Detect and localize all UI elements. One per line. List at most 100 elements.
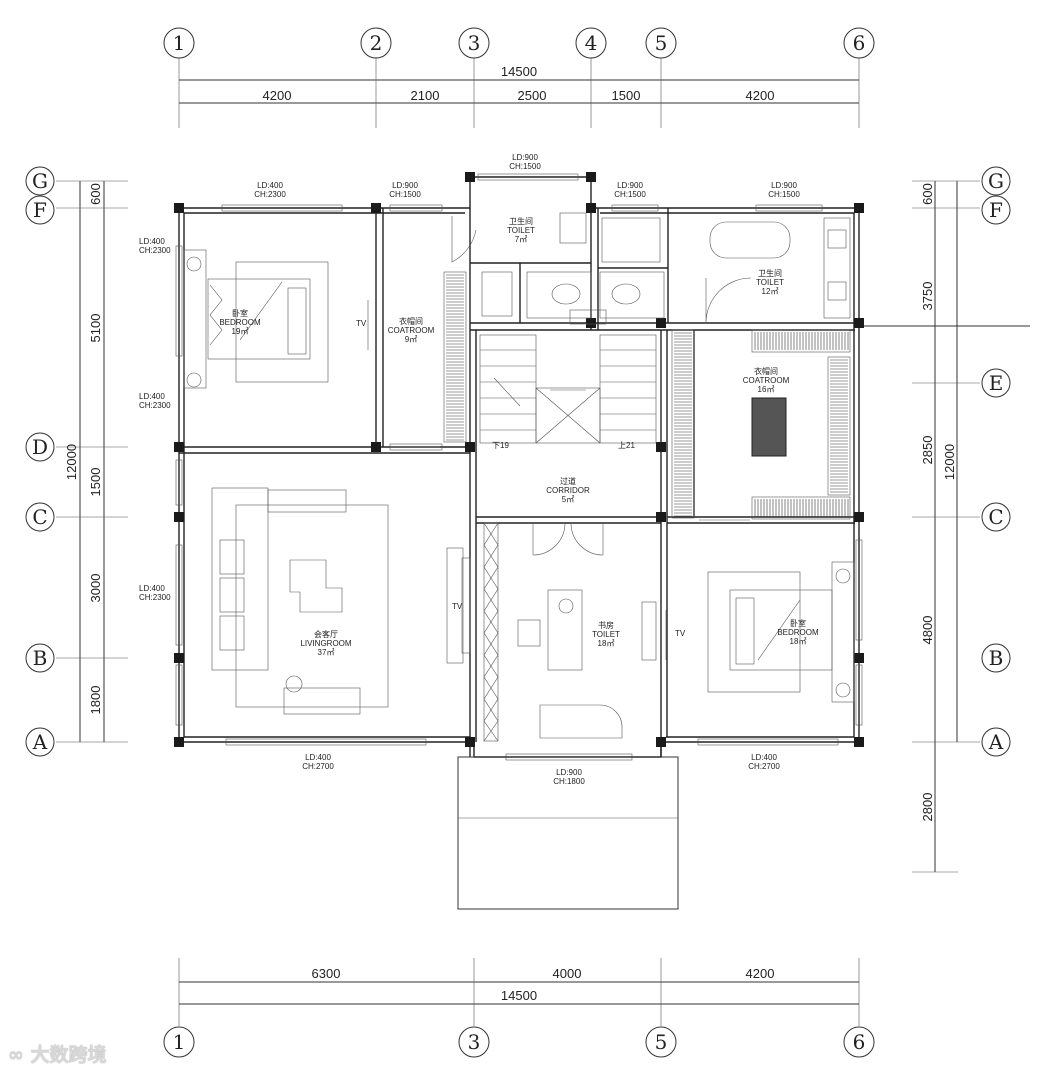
axis-bubble-label: 6: [853, 1030, 866, 1054]
room-name-cn: 卧室: [232, 308, 248, 318]
left-dimension-chain: 12000 600 5100 1500 3000 1800: [56, 180, 128, 743]
room-area: 12㎡: [762, 287, 779, 296]
windows: [175, 173, 863, 761]
room-name-en: TOILET: [592, 630, 620, 639]
room-name-en: CORRIDOR: [546, 486, 590, 495]
axis-bubble-label: C: [32, 505, 47, 529]
living-room-furniture: [211, 487, 471, 715]
opening-ld: LD:400: [139, 584, 165, 593]
tv-mark: TV: [675, 629, 686, 638]
axis-bubble-label: 3: [468, 1030, 481, 1054]
balcony: [457, 756, 679, 910]
room-name-en: COATROOM: [388, 326, 435, 335]
room-area: 7㎡: [515, 235, 527, 244]
structural-columns: [174, 172, 864, 747]
room-name-en: BEDROOM: [777, 628, 819, 637]
top-dimension-segment: 1500: [612, 88, 641, 103]
axis-bubble-label: 3: [468, 31, 481, 55]
room-name-en: COATROOM: [743, 376, 790, 385]
bathroom-fixtures: [481, 212, 851, 325]
opening-ld: LD:400: [257, 181, 283, 190]
walls: [178, 176, 1030, 758]
axis-bubble-label: B: [33, 646, 48, 670]
axis-bubble-label: D: [32, 435, 48, 459]
axis-bubble-label: 5: [655, 1030, 668, 1054]
axis-bubble-label: F: [33, 198, 47, 222]
opening-ld: LD:400: [751, 753, 777, 762]
right-dimension-segment: 3750: [920, 282, 935, 311]
opening-ld: LD:400: [139, 237, 165, 246]
opening-ch: CH:2300: [139, 593, 171, 602]
opening-ch: CH:2300: [254, 190, 286, 199]
axis-bubble-label: B: [989, 646, 1004, 670]
axis-bubble-label: E: [989, 371, 1004, 395]
right-dimension-segment: 600: [920, 183, 935, 205]
top-dimension-segment: 2100: [411, 88, 440, 103]
room-name-cn: 卫生间: [758, 268, 782, 278]
opening-ld: LD:900: [512, 153, 538, 162]
axis-bubble-label: 5: [655, 31, 668, 55]
top-dimension-segment: 4200: [263, 88, 292, 103]
right-dimension-segment: 4800: [920, 616, 935, 645]
room-name-cn: 衣帽间: [399, 316, 423, 326]
top-total-dimension: 14500: [501, 64, 537, 79]
axis-bubble-label: G: [32, 169, 48, 193]
opening-ld: LD:900: [556, 768, 582, 777]
opening-ld: LD:400: [305, 753, 331, 762]
wardrobe-hatching: [446, 274, 849, 517]
bottom-axis-bubbles: 1 3 5 6: [163, 1026, 875, 1058]
room-name-cn: 卫生间: [509, 216, 533, 226]
axis-bubble-label: C: [988, 505, 1003, 529]
opening-ld: LD:400: [139, 392, 165, 401]
study-furniture: [483, 522, 657, 742]
doors: [390, 216, 752, 556]
opening-ld: LD:900: [771, 181, 797, 190]
top-dimension-chain: 14500 4200 2100 2500 1500 4200: [178, 58, 860, 128]
room-area: 18㎡: [598, 639, 615, 648]
opening-ld: LD:900: [617, 181, 643, 190]
room-name-en: LIVINGROOM: [300, 639, 351, 648]
axis-bubble-label: 4: [585, 31, 598, 55]
top-dimension-segment: 4200: [746, 88, 775, 103]
left-dimension-segment: 3000: [88, 574, 103, 603]
right-dimension-segment: 2850: [920, 436, 935, 465]
watermark-text: 大数跨境: [30, 1044, 107, 1066]
opening-ch: CH:1500: [768, 190, 800, 199]
right-dimension-chain: 600 3750 2850 4800 2800 12000: [912, 180, 980, 873]
bottom-dimension-chain: 6300 4000 4200 14500: [178, 958, 860, 1026]
room-labels: 卧室 BEDROOM 19㎡ 衣帽间 COATROOM 9㎡ 卫生间 TOILE…: [219, 216, 819, 657]
opening-ch: CH:1500: [389, 190, 421, 199]
left-total-dimension: 12000: [64, 444, 79, 480]
axis-bubble-label: 1: [173, 31, 186, 55]
top-axis-bubbles: 1 2 3 4 5 6: [163, 27, 875, 59]
room-name-en: TOILET: [507, 226, 535, 235]
right-total-dimension: 12000: [942, 444, 957, 480]
room-name-cn: 卧室: [790, 618, 806, 628]
opening-ld: LD:900: [392, 181, 418, 190]
axis-bubble-label: 6: [853, 31, 866, 55]
left-dimension-segment: 1500: [88, 468, 103, 497]
left-axis-bubbles: G F D C B A: [25, 166, 55, 757]
tv-mark: TV: [452, 602, 463, 611]
room-area: 16㎡: [758, 385, 775, 394]
axis-bubble-label: A: [988, 730, 1004, 754]
bedroom-a-furniture: [183, 249, 369, 389]
bottom-dimension-segment: 4000: [553, 966, 582, 981]
right-dimension-segment: 2800: [920, 793, 935, 822]
opening-ch: CH:2300: [139, 246, 171, 255]
room-name-cn: 书房: [598, 620, 614, 630]
top-dimension-segment: 2500: [518, 88, 547, 103]
room-name-cn: 会客厅: [314, 629, 338, 639]
axis-bubble-label: 2: [370, 31, 383, 55]
stair-up-label: 上21: [618, 441, 635, 450]
bottom-total-dimension: 14500: [501, 988, 537, 1003]
bottom-dimension-segment: 4200: [746, 966, 775, 981]
opening-ch: CH:2300: [139, 401, 171, 410]
opening-ch: CH:1500: [614, 190, 646, 199]
room-area: 9㎡: [405, 335, 417, 344]
stairs: [479, 334, 657, 444]
axis-bubble-label: F: [989, 198, 1003, 222]
left-dimension-segment: 600: [88, 183, 103, 205]
axis-bubble-label: A: [32, 730, 48, 754]
